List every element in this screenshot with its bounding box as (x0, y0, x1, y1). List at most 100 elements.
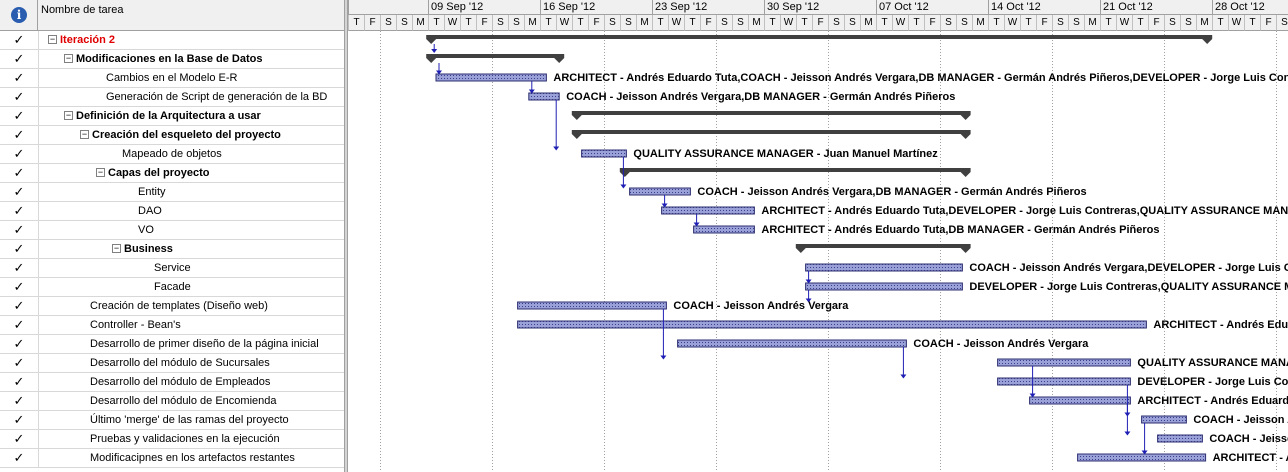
day-label: T (1020, 15, 1036, 31)
task-bar[interactable] (629, 187, 691, 196)
day-label: W (780, 15, 796, 31)
task-name-column-header[interactable]: Nombre de tarea (38, 0, 344, 31)
day-label: F (364, 15, 380, 31)
task-row[interactable]: ✓−Iteración 2 (0, 31, 344, 50)
summary-bar[interactable] (426, 35, 1213, 44)
day-label: T (652, 15, 668, 31)
day-label: W (892, 15, 908, 31)
collapse-toggle-icon[interactable]: − (48, 34, 57, 44)
task-bar[interactable] (1029, 396, 1131, 405)
task-bar[interactable] (661, 206, 755, 215)
completed-check-icon: ✓ (0, 392, 39, 410)
task-bar[interactable] (1077, 453, 1207, 462)
task-row[interactable]: ✓Desarrollo del módulo de Empleados (0, 373, 344, 392)
resource-label: ARCHITECT - Andrés Eduardo Tuta (1212, 452, 1288, 464)
task-name: Pruebas y validaciones en la ejecución (90, 433, 280, 445)
summary-bar[interactable] (619, 168, 971, 177)
summary-bar[interactable] (571, 111, 971, 120)
completed-check-icon: ✓ (0, 297, 39, 315)
task-row[interactable]: ✓DAO (0, 202, 344, 221)
task-row[interactable]: ✓−Creación del esqueleto del proyecto (0, 126, 344, 145)
task-row[interactable]: ✓Generación de Script de generación de l… (0, 88, 344, 107)
task-row[interactable]: ✓−Capas del proyecto (0, 164, 344, 183)
task-row[interactable]: ✓Desarrollo del módulo de Encomienda (0, 392, 344, 411)
task-name: Modificaciones en la Base de Datos (76, 53, 263, 65)
resource-label: ARCHITECT - Andrés Eduardo Tuta (1137, 395, 1288, 407)
completed-check-icon: ✓ (0, 449, 39, 467)
task-bar[interactable] (1157, 434, 1203, 443)
task-row[interactable]: ✓−Business (0, 240, 344, 259)
collapse-toggle-icon[interactable]: − (64, 53, 73, 63)
day-label: F (924, 15, 940, 31)
indicator-column-header[interactable]: i (0, 0, 38, 31)
day-label: S (380, 15, 396, 31)
pane-splitter[interactable] (344, 0, 348, 472)
task-row[interactable]: ✓Service (0, 259, 344, 278)
task-name: Desarrollo de primer diseño de la página… (90, 338, 319, 350)
day-label: T (1100, 15, 1116, 31)
task-bar[interactable] (517, 301, 667, 310)
completed-check-icon: ✓ (0, 221, 39, 239)
task-bar[interactable] (693, 225, 755, 234)
day-label: F (700, 15, 716, 31)
resource-label: COACH - Jeisson Andrés Vergara (673, 300, 849, 312)
task-bar[interactable] (528, 92, 560, 101)
day-label: S (604, 15, 620, 31)
task-row[interactable]: ✓Modificacipnes en los artefactos restan… (0, 449, 344, 468)
summary-bar[interactable] (571, 130, 971, 139)
day-label: S (844, 15, 860, 31)
task-row[interactable]: ✓ Desarrollo de primer diseño de la págin… (0, 335, 344, 354)
completed-check-icon: ✓ (0, 240, 39, 258)
task-row[interactable]: ✓Facade (0, 278, 344, 297)
dependency-link (1124, 404, 1131, 436)
day-label: W (1004, 15, 1020, 31)
task-bar[interactable] (1141, 415, 1187, 424)
day-label: S (492, 15, 508, 31)
task-row[interactable]: ✓Entity (0, 183, 344, 202)
task-bar[interactable] (997, 358, 1131, 367)
task-bar[interactable] (805, 282, 963, 291)
summary-bar[interactable] (795, 244, 971, 253)
collapse-toggle-icon[interactable]: − (96, 167, 105, 177)
dependency-link (900, 347, 907, 379)
task-row[interactable]: ✓Mapeado de objetos (0, 145, 344, 164)
task-row[interactable]: ✓−Modificaciones en la Base de Datos (0, 50, 344, 69)
day-label: M (860, 15, 876, 31)
dependency-link (805, 290, 812, 303)
task-row[interactable]: ✓Creación de templates (Diseño web) (0, 297, 344, 316)
completed-check-icon: ✓ (0, 107, 39, 125)
task-row[interactable]: ✓ Cambios en el Modelo E-R (0, 69, 344, 88)
day-label: M (636, 15, 652, 31)
task-bar[interactable] (581, 149, 627, 158)
resource-label: ARCHITECT - Andrés Eduardo Tuta (1153, 319, 1288, 331)
dependency-link (805, 271, 812, 284)
completed-check-icon: ✓ (0, 278, 39, 296)
day-label: M (972, 15, 988, 31)
day-label: T (428, 15, 444, 31)
task-row[interactable]: ✓Último 'merge' de las ramas del proyect… (0, 411, 344, 430)
task-name: Desarrollo del módulo de Sucursales (90, 357, 270, 369)
resource-label: QUALITY ASSURANCE MANAGER - Juan Manuel … (1137, 357, 1288, 369)
task-bar[interactable] (517, 320, 1147, 329)
task-row[interactable]: ✓Desarrollo del módulo de Sucursales (0, 354, 344, 373)
day-label: F (476, 15, 492, 31)
collapse-toggle-icon[interactable]: − (64, 110, 73, 120)
collapse-toggle-icon[interactable]: − (80, 129, 89, 139)
task-bar[interactable] (435, 73, 547, 82)
task-bar[interactable] (997, 377, 1131, 386)
task-row[interactable]: ✓Controller - Bean's (0, 316, 344, 335)
task-row[interactable]: ✓Pruebas y validaciones en la ejecución (0, 430, 344, 449)
task-bar[interactable] (677, 339, 907, 348)
task-name: Cambios en el Modelo E-R (106, 72, 238, 84)
summary-bar[interactable] (426, 54, 565, 63)
task-bar[interactable] (805, 263, 963, 272)
collapse-toggle-icon[interactable]: − (112, 243, 121, 253)
day-label: F (812, 15, 828, 31)
task-row[interactable]: ✓−Definición de la Arquitectura a usar (0, 107, 344, 126)
dependency-link (661, 195, 668, 208)
completed-check-icon: ✓ (0, 69, 39, 87)
completed-check-icon: ✓ (0, 335, 39, 353)
day-label: S (716, 15, 732, 31)
task-row[interactable]: ✓VO (0, 221, 344, 240)
week-label: 23 Sep '12 (652, 0, 764, 15)
